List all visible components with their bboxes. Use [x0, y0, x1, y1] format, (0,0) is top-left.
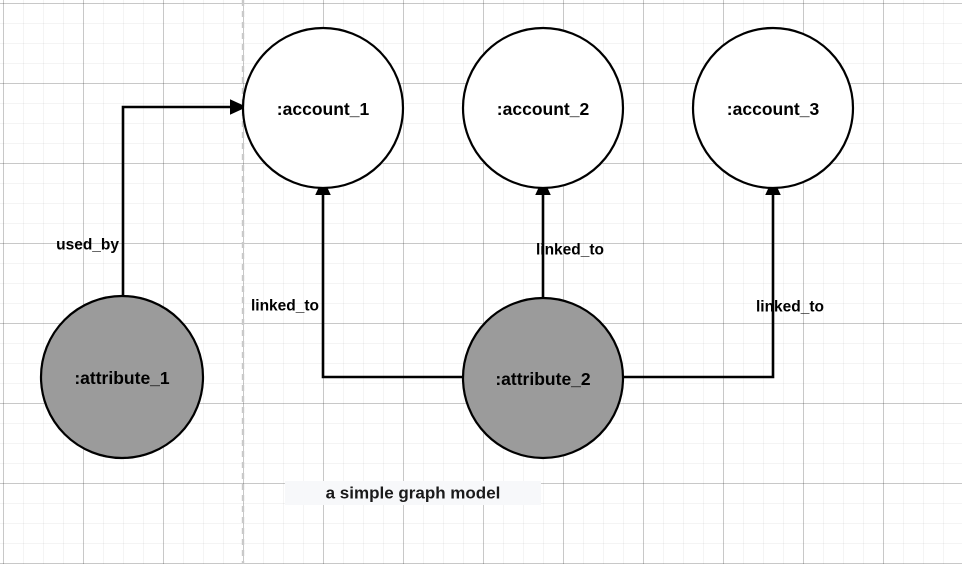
node-attribute-1-label: :attribute_1 — [74, 368, 170, 388]
node-account-1-shape — [241, 26, 405, 190]
node-account-2-label: :account_2 — [497, 99, 590, 119]
node-attribute-1[interactable]: :attribute_1 — [39, 294, 205, 460]
edge-used-by-path — [121, 99, 247, 296]
node-attribute-2-label: :attribute_2 — [495, 369, 591, 389]
node-attribute-2[interactable]: :attribute_2 — [461, 296, 625, 460]
node-account-2-shape — [461, 26, 625, 190]
caption-label: a simple graph model — [326, 484, 501, 503]
node-attribute-1-shape — [39, 294, 205, 460]
edge-linked-to-account-1-path — [315, 178, 462, 379]
edge-linked-to-account-3[interactable]: linked_to — [623, 178, 824, 379]
node-account-1-label: :account_1 — [277, 99, 370, 119]
node-account-3-label: :account_3 — [727, 99, 820, 119]
edge-label-linked-to-account-1: linked_to — [251, 298, 319, 315]
node-attribute-2-shape — [461, 296, 625, 460]
node-account-3[interactable]: :account_3 — [691, 26, 855, 190]
edge-label-linked-to-account-2: linked_to — [536, 242, 604, 259]
edge-label-used-by: used_by — [56, 237, 119, 254]
caption-background — [285, 481, 541, 505]
edge-linked-to-account-2[interactable]: linked_to — [535, 178, 604, 300]
edge-label-linked-to-account-3: linked_to — [756, 299, 824, 316]
edge-used-by[interactable]: used_by — [56, 99, 247, 296]
node-account-3-shape — [691, 26, 855, 190]
node-account-1[interactable]: :account_1 — [241, 26, 405, 190]
edge-linked-to-account-1[interactable]: linked_to — [251, 178, 462, 379]
edge-linked-to-account-3-path — [623, 178, 781, 379]
node-account-2[interactable]: :account_2 — [461, 26, 625, 190]
caption: a simple graph model — [285, 481, 541, 505]
